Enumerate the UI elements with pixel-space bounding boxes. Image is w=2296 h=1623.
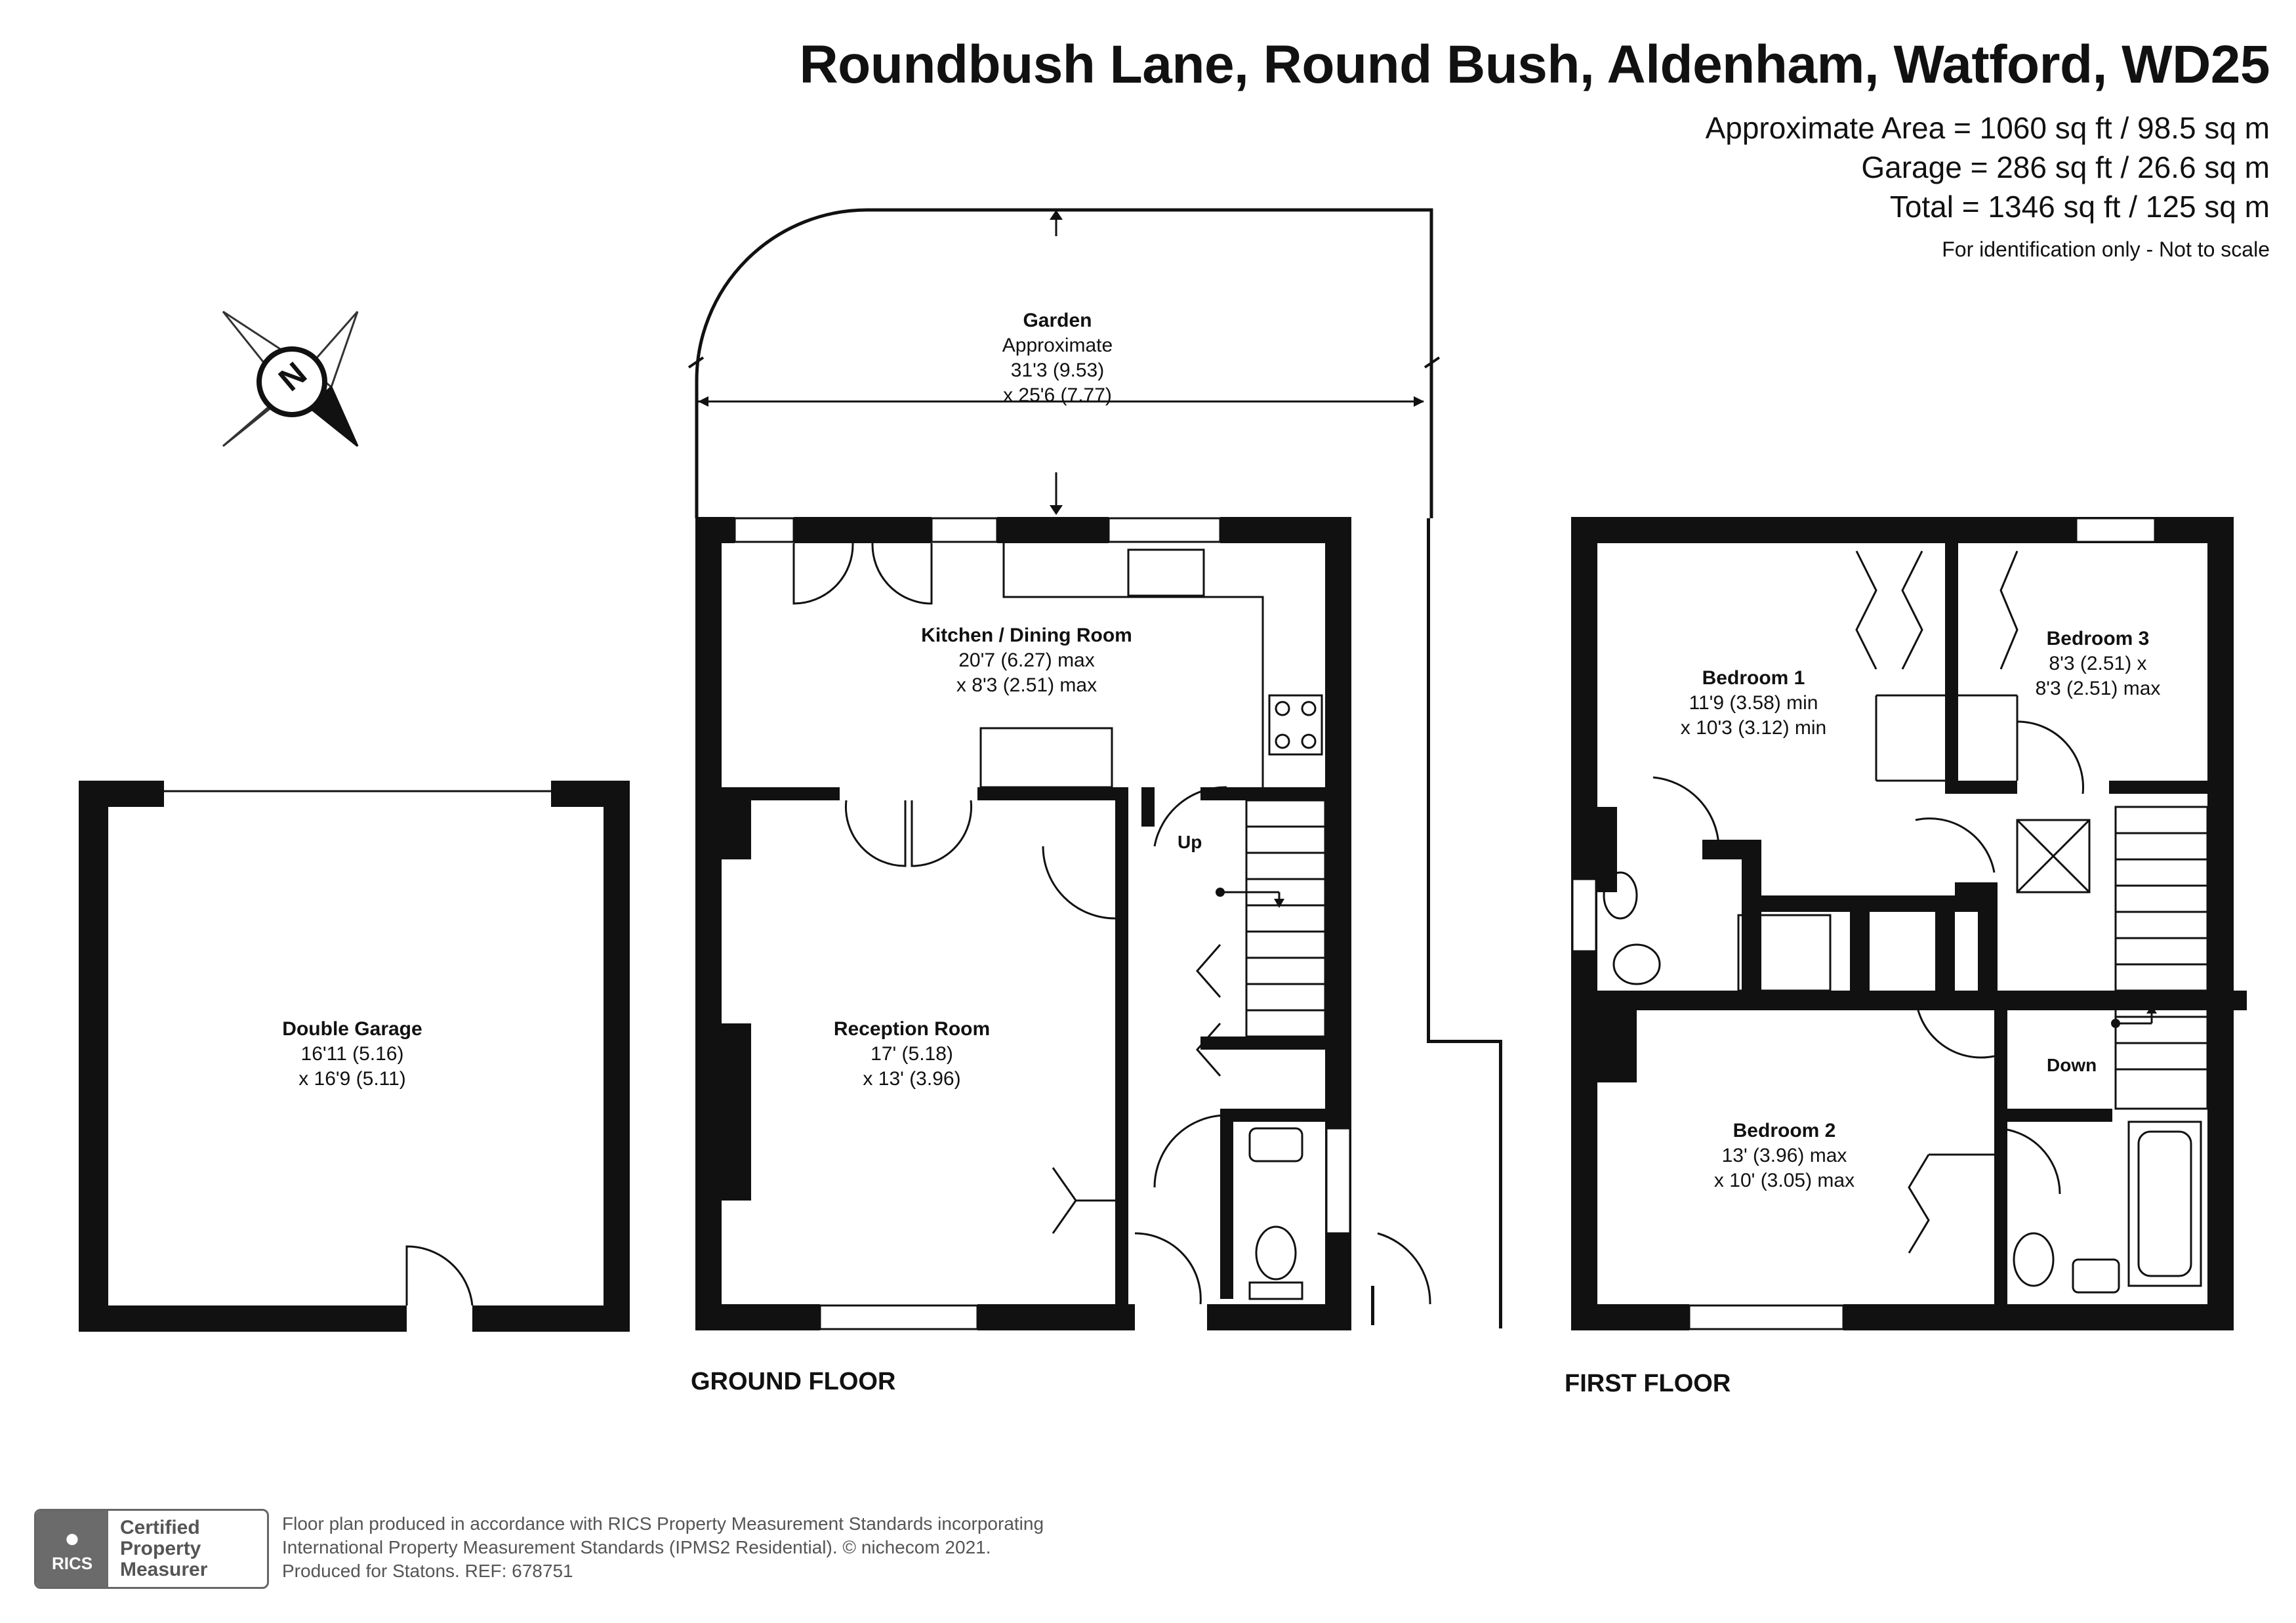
garage-walls — [79, 781, 630, 1332]
ground-floor-label: GROUND FLOOR — [691, 1368, 896, 1395]
footer-disclaimer: Floor plan produced in accordance with R… — [282, 1512, 1044, 1583]
bedroom1-name: Bedroom 1 — [1702, 667, 1805, 689]
garage-label: Double Garage 16'11 (5.16) x 16'9 (5.11) — [282, 1017, 422, 1092]
reception-label: Reception Room 17' (5.18) x 13' (3.96) — [834, 1017, 990, 1092]
footer-line-3: Produced for Statons. REF: 678751 — [282, 1561, 573, 1581]
certified-measurer-text: Certified Property Measurer — [108, 1511, 267, 1587]
bedroom2-dim2: x 10' (3.05) max — [1713, 1170, 1855, 1191]
approximate-area: Approximate Area = 1060 sq ft / 98.5 sq … — [1705, 111, 2270, 145]
first-floor-windows — [1571, 517, 2156, 1330]
garage-dim2: x 16'9 (5.11) — [298, 1068, 406, 1090]
first-floor-walls — [1571, 517, 2247, 1330]
stair-arrow-up — [1216, 888, 1284, 908]
rics-logo: ● RICS — [36, 1511, 108, 1587]
kitchen-label: Kitchen / Dining Room 20'7 (6.27) max x … — [921, 623, 1132, 698]
garage-area: Garage = 286 sq ft / 26.6 sq m — [1861, 150, 2270, 184]
badge-line-3: Measurer — [120, 1559, 208, 1580]
garden-name: Garden — [1023, 310, 1092, 331]
reception-dim1: 17' (5.18) — [871, 1043, 953, 1065]
bedroom3-dim2: 8'3 (2.51) max — [2035, 678, 2161, 699]
rics-lion-icon: ● — [64, 1524, 81, 1553]
kitchen-dim2: x 8'3 (2.51) max — [956, 674, 1097, 696]
bedroom1-dim2: x 10'3 (3.12) min — [1680, 717, 1827, 739]
garage-name: Double Garage — [282, 1018, 422, 1040]
total-area: Total = 1346 sq ft / 125 sq m — [1889, 190, 2270, 224]
bedroom1-dim1: 11'9 (3.58) min — [1689, 692, 1818, 714]
kitchen-name: Kitchen / Dining Room — [921, 625, 1132, 646]
kitchen-dim1: 20'7 (6.27) max — [958, 649, 1095, 671]
reception-name: Reception Room — [833, 1018, 991, 1040]
bedroom2-label: Bedroom 2 13' (3.96) max x 10' (3.05) ma… — [1714, 1119, 1855, 1193]
bedroom1-label: Bedroom 1 11'9 (3.58) min x 10'3 (3.12) … — [1681, 666, 1827, 741]
badge-line-2: Property — [120, 1538, 201, 1559]
badge-line-1: Certified — [120, 1517, 200, 1538]
bedroom2-dim1: 13' (3.96) max — [1721, 1145, 1847, 1166]
first-floor-fittings — [1603, 550, 2209, 1294]
garage-dim1: 16'11 (5.16) — [300, 1043, 404, 1065]
garden-dim1: 31'3 (9.53) — [1010, 360, 1105, 381]
footer-line-1: Floor plan produced in accordance with R… — [282, 1513, 1044, 1534]
garden-dim2: x 25'6 (7.77) — [1003, 384, 1112, 406]
stair-arrow-down — [2111, 1005, 2157, 1028]
reception-dim2: x 13' (3.96) — [863, 1068, 961, 1090]
rics-certified-badge: ● RICS Certified Property Measurer — [34, 1509, 269, 1589]
compass-rose-icon — [222, 310, 359, 447]
garden-approx: Approximate — [1002, 335, 1113, 356]
ground-floor-windows — [733, 517, 1351, 1330]
garden-label: Garden Approximate 31'3 (9.53) x 25'6 (7… — [1002, 308, 1113, 408]
disclaimer-note: For identification only - Not to scale — [1942, 237, 2270, 261]
footer-line-2: International Property Measurement Stand… — [282, 1537, 991, 1557]
garage-fittings — [164, 790, 551, 1306]
first-floor-label: FIRST FLOOR — [1565, 1370, 1731, 1397]
garden-outline — [687, 208, 1441, 518]
stairs-up-label: Up — [1178, 832, 1202, 852]
bedroom3-name: Bedroom 3 — [2046, 628, 2150, 649]
stairs-down-label: Down — [2047, 1055, 2097, 1075]
bedroom3-label: Bedroom 3 8'3 (2.51) x 8'3 (2.51) max — [2036, 627, 2161, 701]
property-address-title: Roundbush Lane, Round Bush, Aldenham, Wa… — [799, 35, 2270, 94]
rics-logo-text: RICS — [51, 1553, 93, 1573]
bedroom2-name: Bedroom 2 — [1732, 1120, 1836, 1141]
bedroom3-dim1: 8'3 (2.51) x — [2049, 653, 2147, 674]
